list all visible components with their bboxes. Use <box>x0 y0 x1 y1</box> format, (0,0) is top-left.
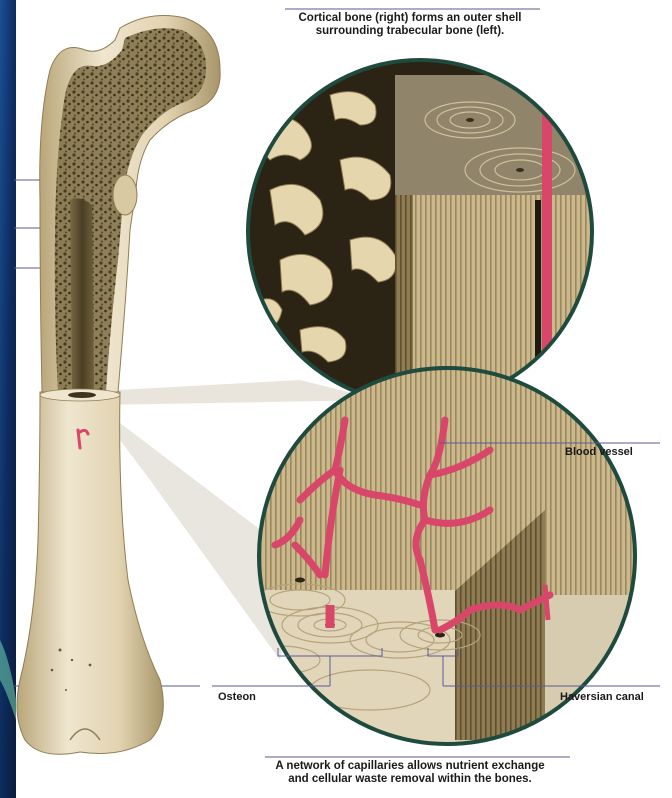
top-caption: Cortical bone (right) forms an outer she… <box>250 12 570 38</box>
osteon-label: Osteon <box>218 691 256 703</box>
top-caption-line1: Cortical bone (right) forms an outer she… <box>250 12 570 25</box>
bottom-caption: A network of capillaries allows nutrient… <box>230 760 590 786</box>
haversian-canal-label: Haversian canal <box>560 691 644 703</box>
femur-bone <box>17 16 220 755</box>
top-caption-line2: surrounding trabecular bone (left). <box>250 25 570 38</box>
bottom-caption-line2: and cellular waste removal within the bo… <box>230 773 590 786</box>
bottom-caption-line1: A network of capillaries allows nutrient… <box>230 760 590 773</box>
blood-vessel-label: Blood vessel <box>565 446 633 458</box>
